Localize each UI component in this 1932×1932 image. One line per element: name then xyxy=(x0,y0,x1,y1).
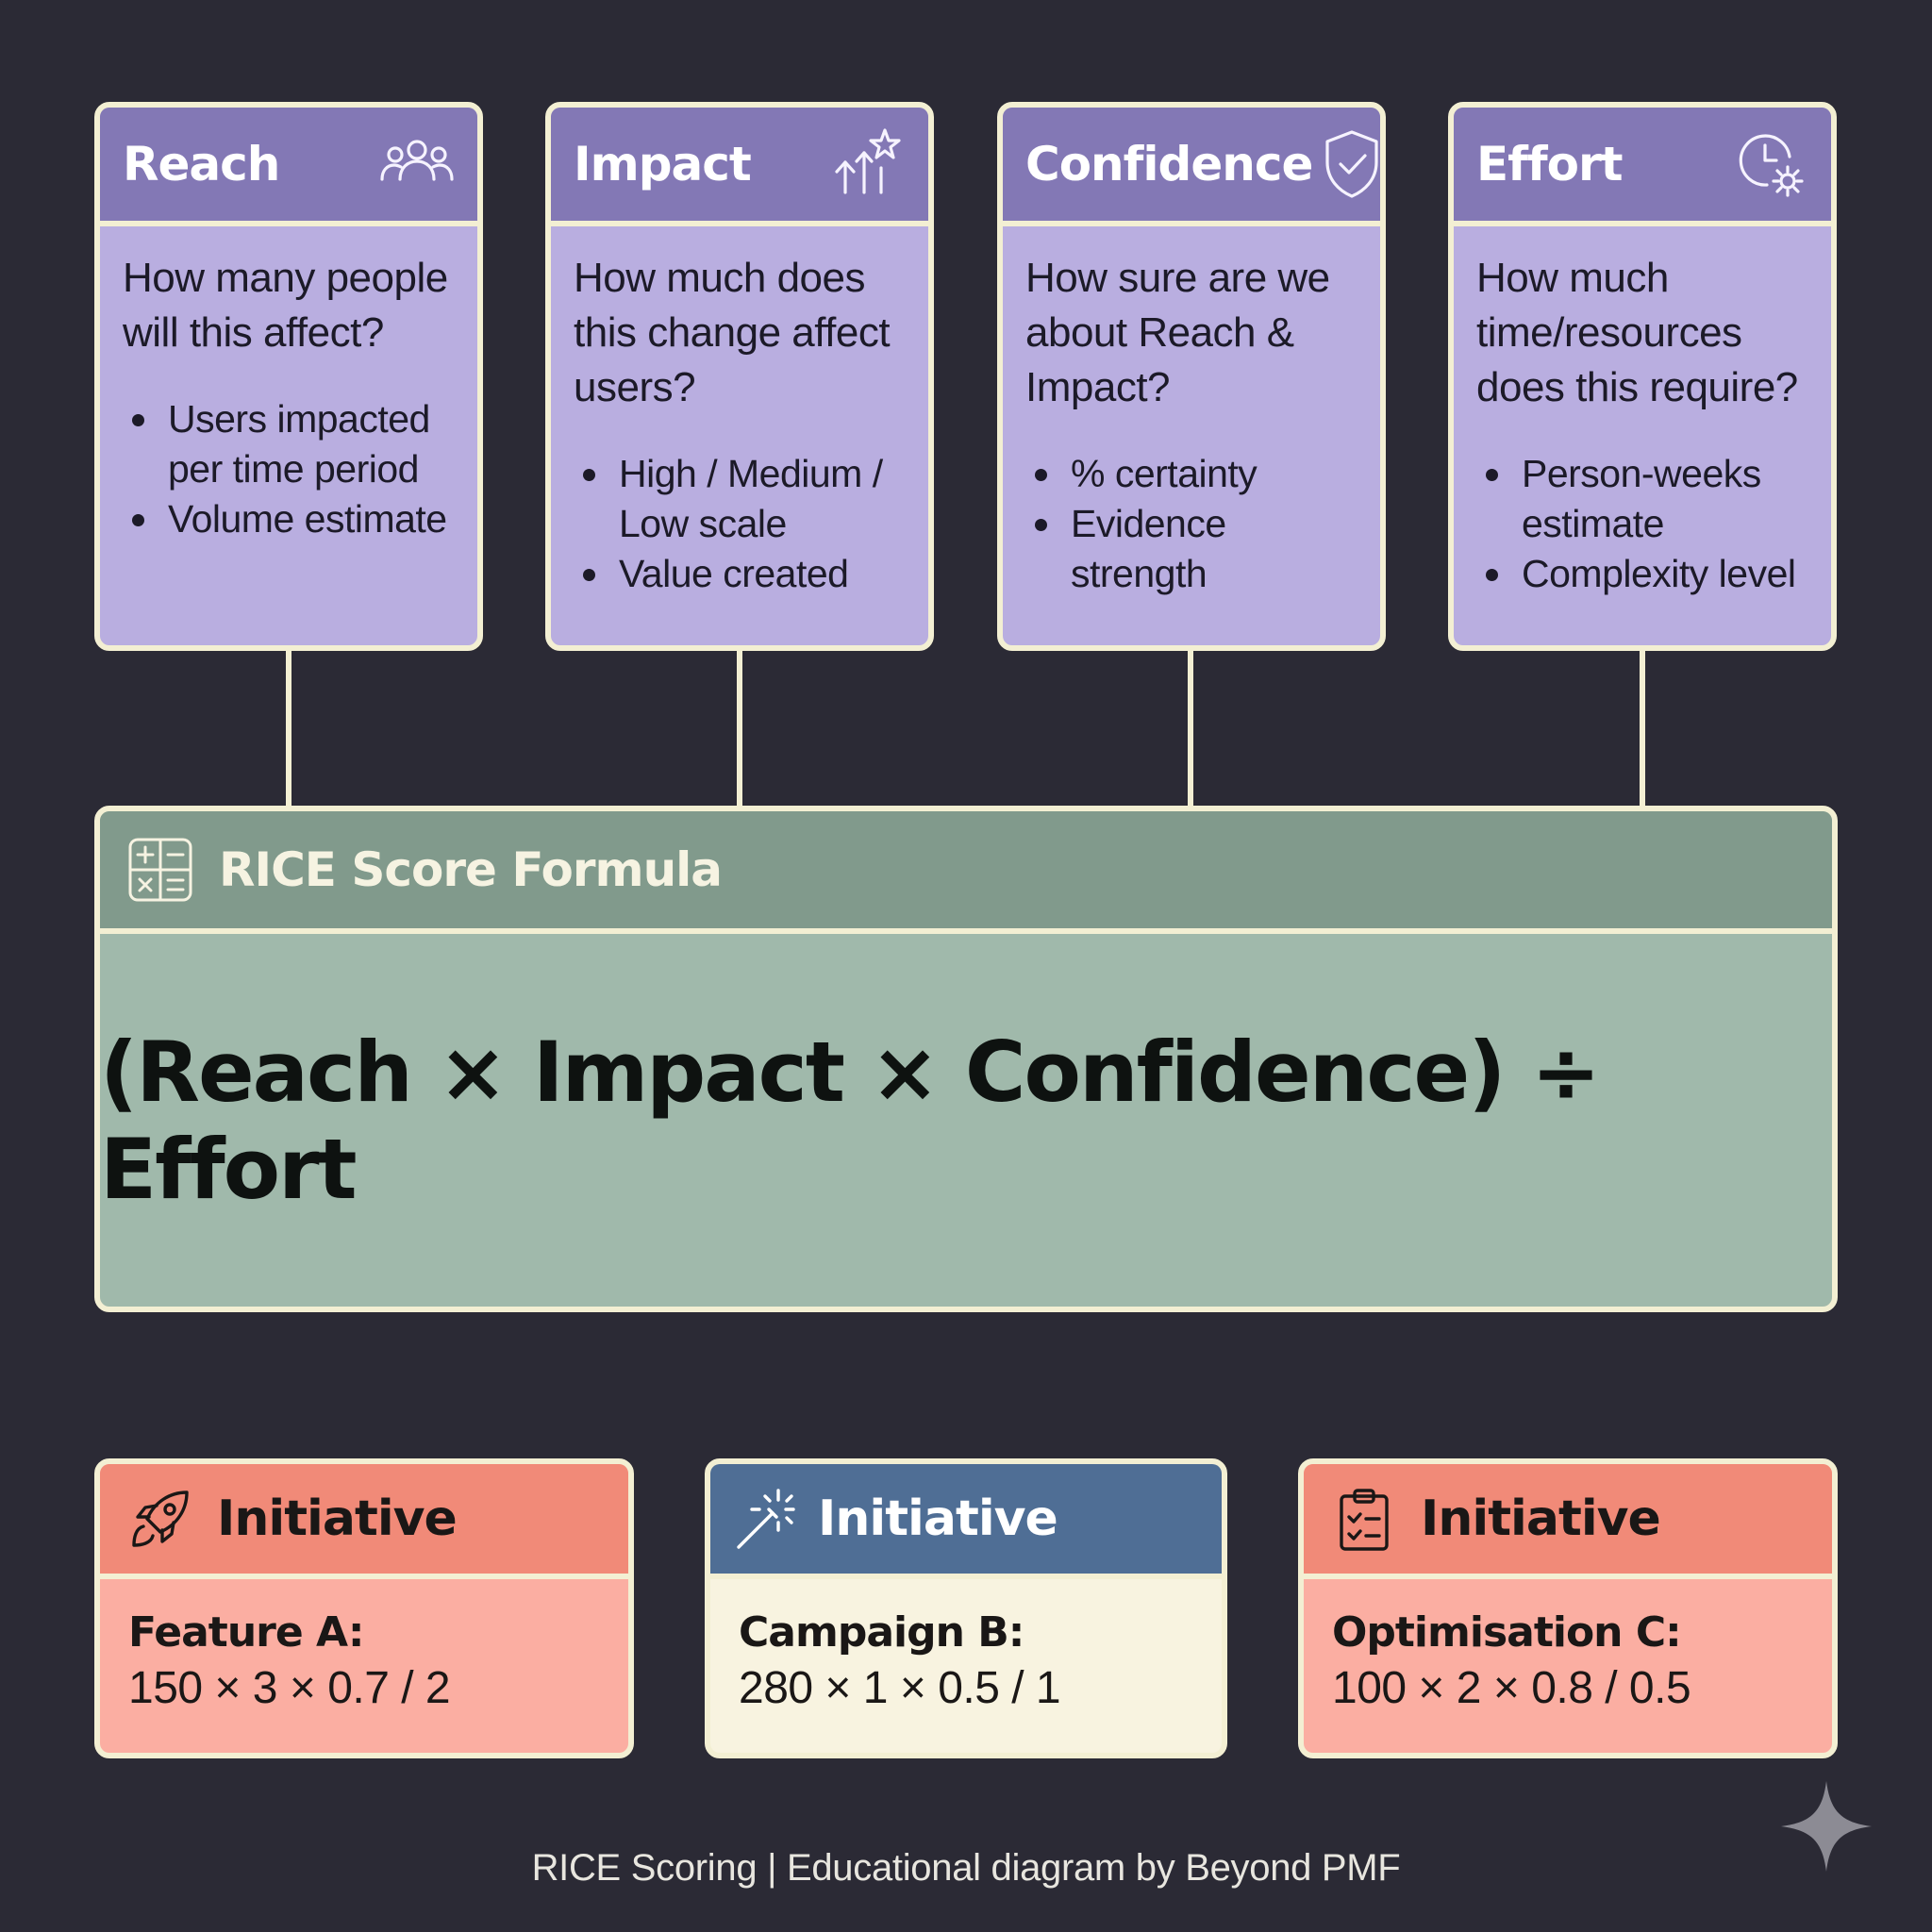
card-bullet: % certainty xyxy=(1025,449,1361,499)
card-bullet: Complexity level xyxy=(1476,549,1812,599)
users-icon xyxy=(377,125,457,204)
card-bullet: High / Medium / Low scale xyxy=(574,449,909,549)
card-header: Effort xyxy=(1454,108,1831,226)
formula-title: RICE Score Formula xyxy=(219,842,723,897)
card-confidence: Confidence How sure are we about Reach &… xyxy=(997,102,1386,651)
card-bullet-list: Users impacted per time period Volume es… xyxy=(123,394,458,544)
initiative-calculation: 100 × 2 × 0.8 / 0.5 xyxy=(1332,1663,1691,1713)
card-bullet: Evidence strength xyxy=(1025,499,1361,599)
initiative-title: Initiative xyxy=(217,1491,458,1547)
footer-caption: RICE Scoring | Educational diagram by Be… xyxy=(531,1847,1401,1889)
initiative-body: Feature A: 150 × 3 × 0.7 / 2 xyxy=(100,1579,628,1717)
card-title: Confidence xyxy=(1025,137,1313,192)
card-reach: Reach How many people will this affect? … xyxy=(94,102,483,651)
initiative-title: Initiative xyxy=(1421,1491,1661,1547)
formula-expression: (Reach × Impact × Confidence) ÷ Effort xyxy=(100,1023,1601,1218)
card-header: Reach xyxy=(100,108,477,226)
rocket-icon xyxy=(126,1485,194,1553)
sparkle-icon xyxy=(1781,1781,1872,1872)
magic-wand-icon xyxy=(731,1485,799,1553)
initiative-calculation: 150 × 3 × 0.7 / 2 xyxy=(128,1663,451,1713)
initiative-calculation: 280 × 1 × 0.5 / 1 xyxy=(739,1663,1061,1713)
card-title: Impact xyxy=(574,137,752,192)
card-bullet-list: High / Medium / Low scale Value created xyxy=(574,449,909,599)
initiative-header: Initiative xyxy=(710,1464,1222,1579)
formula-header: RICE Score Formula xyxy=(100,811,1832,934)
connector-impact xyxy=(737,649,742,809)
card-question: How much does this change affect users? xyxy=(574,255,891,410)
initiative-name: Optimisation C: xyxy=(1332,1608,1682,1657)
initiative-name: Feature A: xyxy=(128,1608,365,1657)
initiative-optimisation-c: Initiative Optimisation C: 100 × 2 × 0.8… xyxy=(1298,1458,1838,1758)
card-body: How many people will this affect? Users … xyxy=(100,226,477,544)
formula-box: RICE Score Formula (Reach × Impact × Con… xyxy=(94,806,1838,1312)
card-bullet: Value created xyxy=(574,549,909,599)
initiative-title: Initiative xyxy=(818,1491,1058,1547)
connector-effort xyxy=(1640,649,1645,809)
card-question: How much time/resources does this requir… xyxy=(1476,255,1798,410)
initiative-body: Campaign B: 280 × 1 × 0.5 / 1 xyxy=(710,1579,1222,1717)
initiative-campaign-b: Initiative Campaign B: 280 × 1 × 0.5 / 1 xyxy=(705,1458,1227,1758)
card-bullet: Person-weeks estimate xyxy=(1476,449,1812,549)
connector-confidence xyxy=(1188,649,1193,809)
card-bullet: Users impacted per time period xyxy=(123,394,458,494)
card-effort: Effort How much time/resources does this… xyxy=(1448,102,1837,651)
card-question: How many people will this affect? xyxy=(123,255,448,356)
initiative-header: Initiative xyxy=(1304,1464,1832,1579)
card-header: Impact xyxy=(551,108,928,226)
shield-check-icon xyxy=(1312,125,1380,204)
formula-body: (Reach × Impact × Confidence) ÷ Effort xyxy=(100,934,1832,1307)
card-header: Confidence xyxy=(1003,108,1380,226)
card-title: Effort xyxy=(1476,137,1624,192)
card-body: How much time/resources does this requir… xyxy=(1454,226,1831,599)
initiative-name: Campaign B: xyxy=(739,1608,1024,1657)
calculator-icon xyxy=(126,836,194,904)
card-question: How sure are we about Reach & Impact? xyxy=(1025,255,1330,410)
initiative-feature-a: Initiative Feature A: 150 × 3 × 0.7 / 2 xyxy=(94,1458,634,1758)
card-impact: Impact How much does this change affect … xyxy=(545,102,934,651)
connector-reach xyxy=(286,649,291,809)
card-bullet: Volume estimate xyxy=(123,494,458,544)
card-body: How sure are we about Reach & Impact? % … xyxy=(1003,226,1380,599)
card-body: How much does this change affect users? … xyxy=(551,226,928,599)
card-title: Reach xyxy=(123,137,280,192)
clock-gear-icon xyxy=(1731,125,1810,204)
clipboard-check-icon xyxy=(1330,1485,1398,1553)
card-bullet-list: % certainty Evidence strength xyxy=(1025,449,1361,599)
initiative-body: Optimisation C: 100 × 2 × 0.8 / 0.5 xyxy=(1304,1579,1832,1717)
initiative-header: Initiative xyxy=(100,1464,628,1579)
card-bullet-list: Person-weeks estimate Complexity level xyxy=(1476,449,1812,599)
arrows-star-icon xyxy=(828,125,908,204)
